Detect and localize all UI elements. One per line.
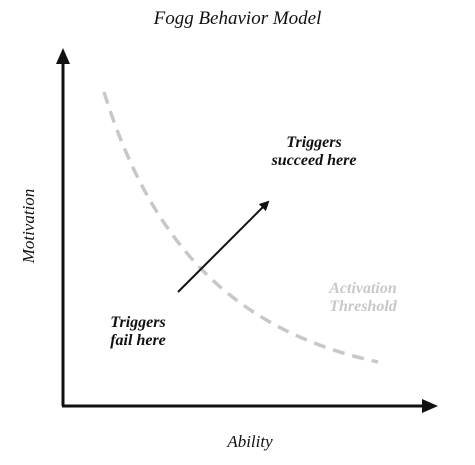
triggers-fail-line1: Triggers <box>110 314 166 331</box>
triggers-succeed-line2: succeed here <box>271 152 357 170</box>
trigger-arrow <box>177 200 270 293</box>
triggers-succeed-line1: Triggers <box>286 134 342 151</box>
activation-threshold-curve <box>102 91 379 364</box>
diagram-title: Fogg Behavior Model <box>153 8 322 29</box>
y-axis-label: Motivation <box>19 188 39 264</box>
activation-threshold-line1: Activation <box>329 280 397 297</box>
activation-threshold-label: Activation Threshold <box>298 280 428 317</box>
triggers-succeed-label: Triggers succeed here <box>244 134 384 171</box>
y-axis-arrowhead <box>56 48 70 64</box>
triggers-fail-label: Triggers fail here <box>78 314 198 351</box>
x-axis-label: Ability <box>227 432 273 451</box>
x-axis-arrowhead <box>422 399 438 413</box>
activation-threshold-line2: Threshold <box>329 298 397 316</box>
triggers-fail-line2: fail here <box>110 332 166 350</box>
